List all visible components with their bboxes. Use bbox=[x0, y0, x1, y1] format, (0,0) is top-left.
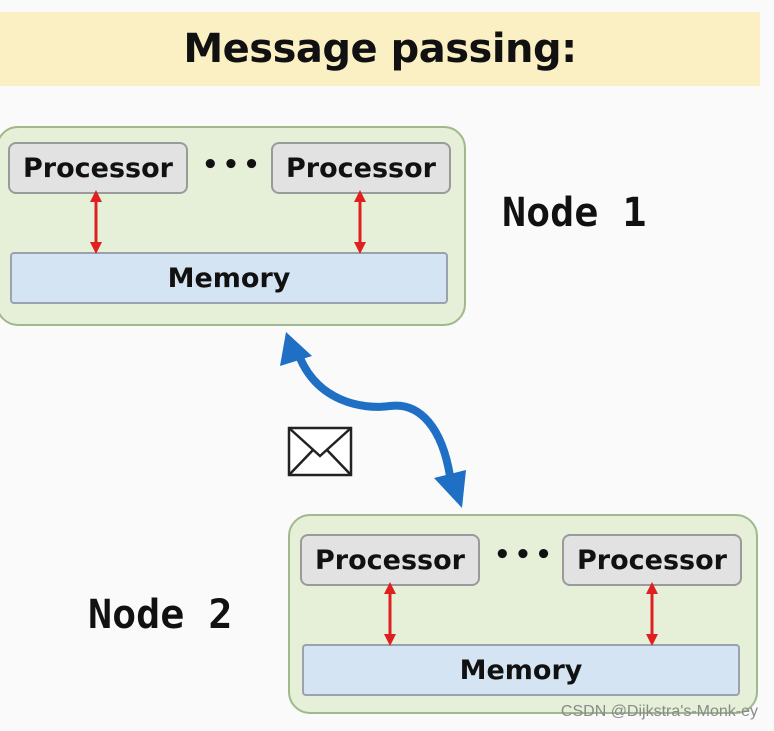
watermark: CSDN @Dijkstra's-Monk-ey bbox=[560, 703, 758, 720]
node-2-processor-left: Processor bbox=[300, 534, 480, 586]
node-2-memory: Memory bbox=[302, 644, 740, 696]
node-1-memory: Memory bbox=[10, 252, 448, 304]
node-2-processor-right: Processor bbox=[562, 534, 742, 586]
message-arrow bbox=[280, 332, 466, 508]
node-2-label: Node 2 bbox=[88, 592, 233, 638]
node-1-label: Node 1 bbox=[502, 190, 647, 236]
node-1-processor-right: Processor bbox=[271, 142, 451, 194]
title-bar: Message passing: bbox=[0, 12, 760, 86]
page-title: Message passing: bbox=[183, 26, 577, 72]
node-1-ellipsis: ••• bbox=[202, 150, 264, 180]
node-2-ellipsis: ••• bbox=[494, 540, 556, 570]
envelope-icon bbox=[287, 426, 353, 477]
